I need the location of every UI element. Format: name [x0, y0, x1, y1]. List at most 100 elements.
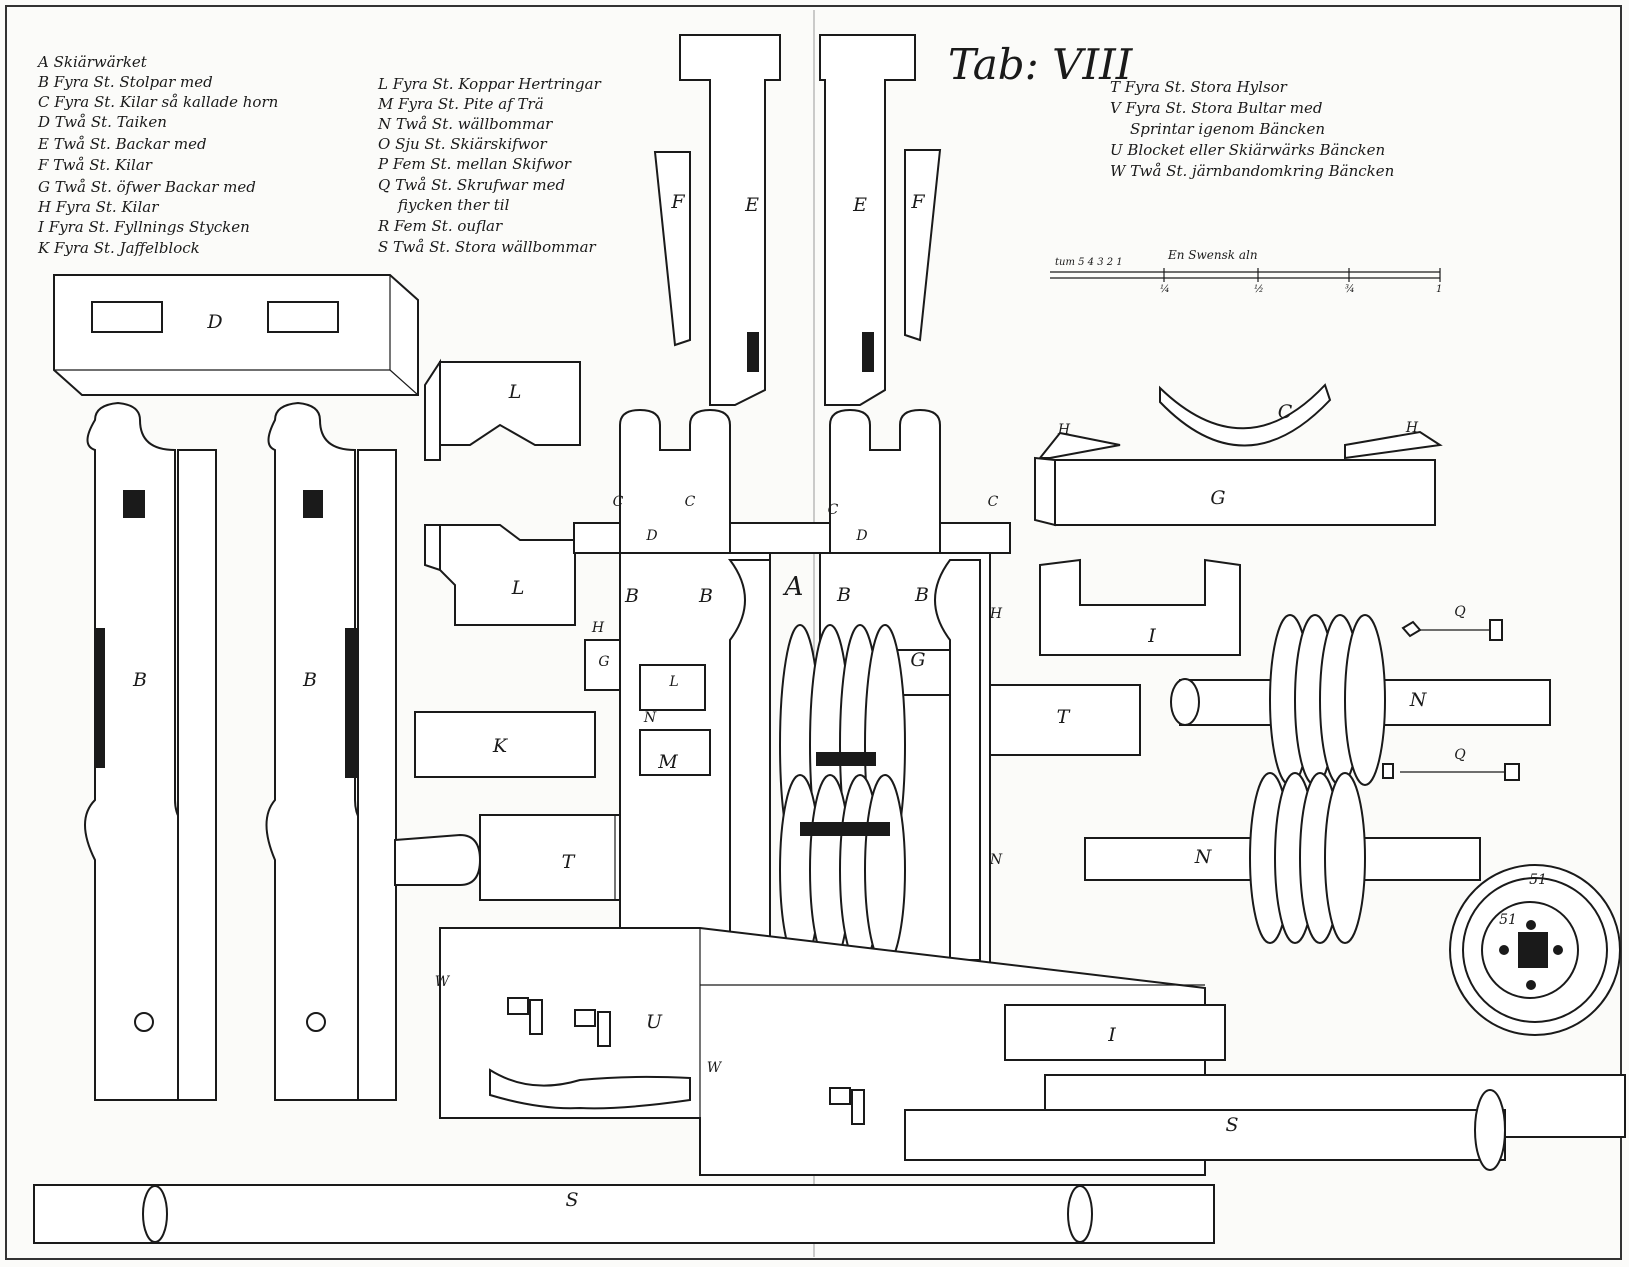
legend-item: D Twå St. Taiken	[38, 113, 167, 131]
part-label: L	[508, 381, 522, 403]
legend-item: Sprintar igenom Bäncken	[1130, 120, 1326, 138]
part-label: C	[612, 494, 624, 510]
part-label: H	[591, 620, 605, 636]
part-label: L	[511, 577, 525, 599]
d-block-top	[53, 274, 419, 396]
part-label: I	[1148, 625, 1156, 647]
legend-item: C Fyra St. Kilar så kallade horn	[38, 93, 279, 111]
part-label: H	[1405, 420, 1419, 436]
s-shaft-right	[904, 1074, 1626, 1171]
part-label: C	[1277, 401, 1293, 423]
legend-item: A Skiärwärket	[38, 53, 147, 71]
part-label: Q	[1454, 604, 1466, 620]
scale-tick: ¾	[1345, 284, 1355, 295]
part-label: B	[133, 669, 147, 691]
legend-item: Q Twå St. Skrufwar med	[378, 176, 566, 194]
v-bolt-1	[507, 997, 543, 1035]
part-label: 51	[1529, 872, 1547, 888]
legend-item: K Fyra St. Jaffelblock	[38, 239, 200, 257]
part-label: U	[645, 1011, 663, 1033]
i-block	[1039, 558, 1241, 656]
part-label: N	[643, 710, 657, 726]
part-label: C	[827, 502, 839, 518]
scale-tick: ¼	[1160, 284, 1170, 295]
part-label: L	[669, 674, 679, 690]
part-label: B	[699, 585, 713, 607]
part-label: B	[915, 584, 929, 606]
q-screw-bottom	[1382, 763, 1520, 781]
legend-item: M Fyra St. Pite af Trä	[378, 95, 544, 113]
part-label: S	[1225, 1114, 1239, 1136]
legend-item: V Fyra St. Stora Bultar med	[1110, 99, 1323, 117]
part-label: C	[684, 494, 696, 510]
part-label: N	[1409, 689, 1427, 711]
part-label: H	[1057, 422, 1071, 438]
cutting-discs-center	[779, 624, 906, 966]
s-shaft-left	[33, 1184, 1215, 1244]
wheel-51	[1449, 864, 1621, 1036]
r-bar	[489, 1068, 691, 1110]
scale-bar	[1050, 268, 1441, 282]
legend-item: T Fyra St. Stora Hylsor	[1110, 78, 1287, 96]
part-label: E	[853, 194, 867, 216]
part-label: N	[1194, 846, 1212, 868]
legend-item: F Twå St. Kilar	[38, 156, 152, 174]
part-label: D	[856, 528, 868, 544]
scale-label: En Swensk aln	[1168, 248, 1258, 262]
l-block-mid	[424, 524, 576, 626]
t-sleeve-right	[989, 684, 1141, 756]
part-label: 51	[1499, 912, 1517, 928]
part-label: B	[625, 585, 639, 607]
legend-item: B Fyra St. Stolpar med	[38, 73, 213, 91]
part-label: F	[671, 191, 685, 213]
part-label: G	[910, 649, 926, 671]
part-label: C	[987, 494, 999, 510]
part-label: A	[784, 572, 804, 602]
part-label: W	[434, 974, 450, 990]
legend-item: G Twå St. öfwer Backar med	[38, 178, 256, 196]
e-bar-right	[819, 34, 916, 406]
part-label: K	[492, 735, 508, 757]
e-bar-left	[679, 34, 781, 406]
sheet-border	[5, 5, 1622, 1260]
f-wedge-right	[904, 149, 942, 342]
k-block	[414, 711, 596, 778]
part-label: Q	[1454, 747, 1466, 763]
h-wedge-right	[1344, 430, 1443, 460]
part-label: H	[989, 606, 1003, 622]
legend-item: fiycken ther til	[398, 196, 510, 214]
part-label: G	[598, 654, 610, 670]
legend-item: P Fem St. mellan Skifwor	[378, 155, 571, 173]
h-wedge-left	[1037, 431, 1121, 459]
l-block-top	[424, 358, 581, 461]
part-label: W	[706, 1060, 722, 1076]
part-label: D	[207, 311, 223, 333]
legend-item: R Fem St. ouflar	[378, 217, 503, 235]
scale-inch-label: tum 5 4 3 2 1	[1055, 257, 1123, 268]
part-label: S	[565, 1189, 579, 1211]
part-label: I	[1108, 1024, 1116, 1046]
c-arc	[1159, 383, 1332, 447]
f-wedge-left	[653, 151, 691, 347]
i-block-bottom	[1004, 1004, 1226, 1061]
part-label: T	[561, 851, 575, 873]
v-bolt-3	[829, 1087, 865, 1125]
legend-item: I Fyra St. Fyllnings Stycken	[38, 218, 250, 236]
part-label: F	[911, 191, 925, 213]
legend-item: O Sju St. Skiärskifwor	[378, 135, 547, 153]
part-label: M	[658, 751, 678, 773]
post-b-left	[84, 401, 217, 1101]
post-b-right	[265, 401, 397, 1101]
v-bolt-2	[574, 1009, 611, 1047]
part-label: B	[837, 584, 851, 606]
part-label: T	[1056, 706, 1070, 728]
legend-item: H Fyra St. Kilar	[38, 198, 159, 216]
right-parts	[989, 383, 1621, 1036]
legend-item: N Twå St. wällbommar	[378, 115, 553, 133]
legend-item: W Twå St. järnbandomkring Bäncken	[1110, 162, 1395, 180]
g-bar	[1054, 459, 1436, 526]
page-title: Tab: VIII	[948, 40, 1133, 89]
part-label: N	[989, 852, 1003, 868]
